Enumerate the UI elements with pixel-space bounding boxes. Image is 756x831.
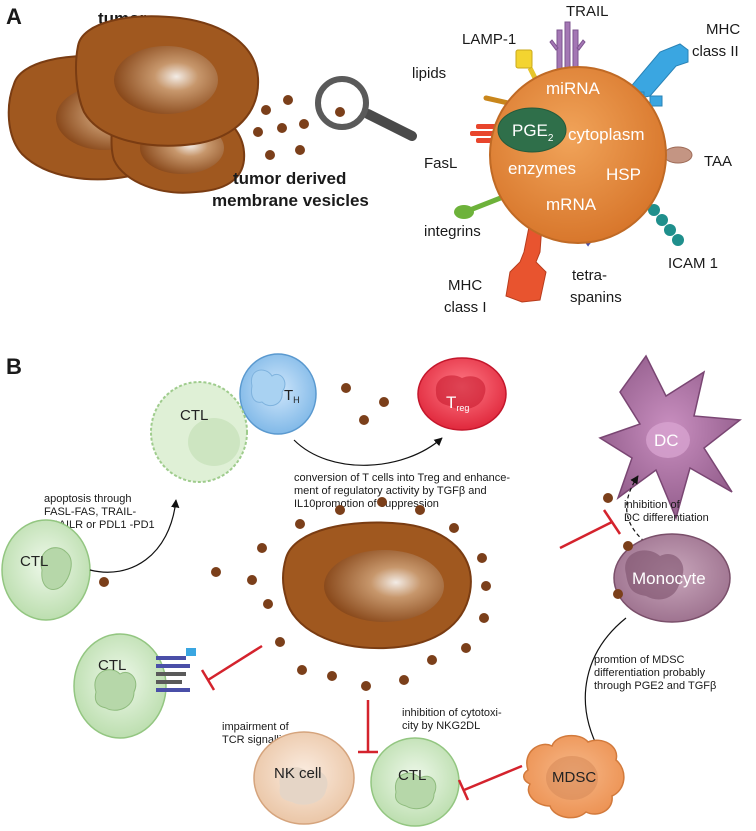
panel-label-a: A (6, 4, 22, 29)
trail-receptor-icon (549, 21, 586, 73)
ctl-left-label: CTL (20, 553, 48, 570)
mhc2-label-line2: class II (692, 43, 739, 60)
tcr-caption: impairment of TCR signalling (222, 721, 294, 746)
hsp-label: HSP (606, 165, 641, 184)
ctl-bottom-label: CTL (398, 767, 426, 784)
magnifier-icon (315, 76, 417, 141)
tcr-complex-icon (156, 648, 196, 692)
dc-caption: inhibition of DC differentiation (624, 499, 709, 524)
mhc1-label-line2: class I (444, 299, 487, 316)
cytoplasm-label: cytoplasm (568, 125, 645, 144)
ctl-tcr-cell: CTL (73, 633, 167, 739)
th-cell: TH (239, 353, 317, 435)
pge2-label: PGE2 (512, 121, 554, 144)
nk-inhibition-line (358, 700, 378, 754)
released-vesicles-a (253, 95, 309, 160)
lamp1-label: LAMP-1 (462, 31, 516, 48)
tetraspanins-label-line2: spanins (570, 289, 622, 306)
tumor-cell-cluster (7, 15, 260, 194)
vesicles-around-tumor (99, 493, 633, 691)
tetraspanins-label-line1: tetra- (572, 267, 607, 284)
mdsc-label: MDSC (552, 769, 596, 786)
ctl-left-cell: CTL (1, 519, 91, 621)
vesicles-label-line1: tumor derived (233, 169, 346, 188)
central-tumor-cell (282, 521, 472, 650)
th-label: TH (284, 387, 300, 405)
vesicles-label-line2: membrane vesicles (212, 191, 369, 210)
apoptosis-arrow (89, 499, 180, 573)
monocyte-cell: Monocyte (613, 533, 731, 623)
mdsc-inhibition-line (457, 764, 523, 801)
ctl-apoptotic-label: CTL (180, 407, 208, 424)
mirna-label: miRNA (546, 79, 600, 98)
mhc2-label-line1: MHC (706, 21, 740, 38)
treg-label: Treg (446, 393, 469, 413)
mdsc-caption: promtion of MDSC differentiation probabl… (594, 654, 716, 692)
mdsc-promotion-arrow (584, 617, 627, 753)
mdsc-cell: MDSC (523, 734, 625, 819)
nk-label: NK cell (274, 765, 322, 782)
vesicles-near-th (341, 383, 389, 425)
panel-label-b: B (6, 354, 22, 379)
nk-cell: NK cell (253, 731, 355, 825)
integrins-label: integrins (424, 223, 481, 240)
monocyte-label: Monocyte (632, 569, 706, 588)
lipids-label: lipids (412, 65, 446, 82)
dc-inhibition-line (559, 509, 622, 550)
treg-caption: conversion of T cells into Treg and enha… (294, 472, 513, 510)
dc-cell: DC (598, 354, 742, 521)
apoptosis-caption: apoptosis through FASL-FAS, TRAIL- TRAIL… (44, 493, 155, 531)
fasl-label: FasL (424, 155, 457, 172)
ctl-bottom-cell: CTL (370, 737, 460, 827)
taa-label: TAA (704, 153, 732, 170)
mhc1-label-line1: MHC (448, 277, 482, 294)
pge2-blob (497, 107, 567, 153)
enzymes-label: enzymes (508, 159, 576, 178)
mhc-class-1-icon (505, 221, 547, 303)
ctl-tcr-label: CTL (98, 657, 126, 674)
trail-label: TRAIL (566, 3, 609, 20)
conversion-arrow (293, 437, 443, 466)
dc-label: DC (654, 431, 679, 450)
ctl-apoptotic-cell: CTL (150, 381, 248, 483)
treg-cell: Treg (417, 357, 507, 431)
nk-caption: inhibition of cytotoxi- city by NKG2DL (402, 707, 505, 732)
mrna-label: mRNA (546, 195, 597, 214)
icam1-label: ICAM 1 (668, 255, 718, 272)
tcr-inhibition-line (200, 644, 263, 691)
